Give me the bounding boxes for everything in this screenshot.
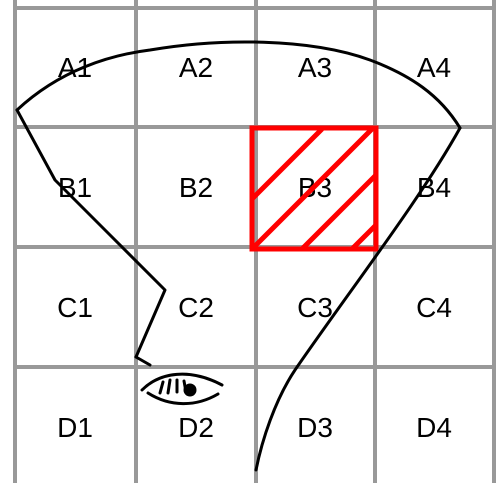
highlighted-cell-b3	[142, 128, 472, 309]
eye-icon	[136, 357, 222, 404]
cell-label-c4: C4	[416, 292, 452, 323]
cell-label-d1: D1	[57, 412, 93, 443]
cell-label-a4: A4	[417, 52, 451, 83]
cell-label-d3: D3	[297, 412, 333, 443]
cell-label-a3: A3	[298, 52, 332, 83]
cell-label-c1: C1	[57, 292, 93, 323]
cell-label-c2: C2	[178, 292, 214, 323]
hatch-pattern	[142, 129, 472, 309]
cell-label-d2: D2	[178, 412, 214, 443]
field-of-view-cone	[17, 42, 460, 470]
cell-label-c3: C3	[297, 292, 333, 323]
cell-label-d4: D4	[416, 412, 452, 443]
cell-label-a2: A2	[179, 52, 213, 83]
cell-label-b2: B2	[179, 172, 213, 203]
